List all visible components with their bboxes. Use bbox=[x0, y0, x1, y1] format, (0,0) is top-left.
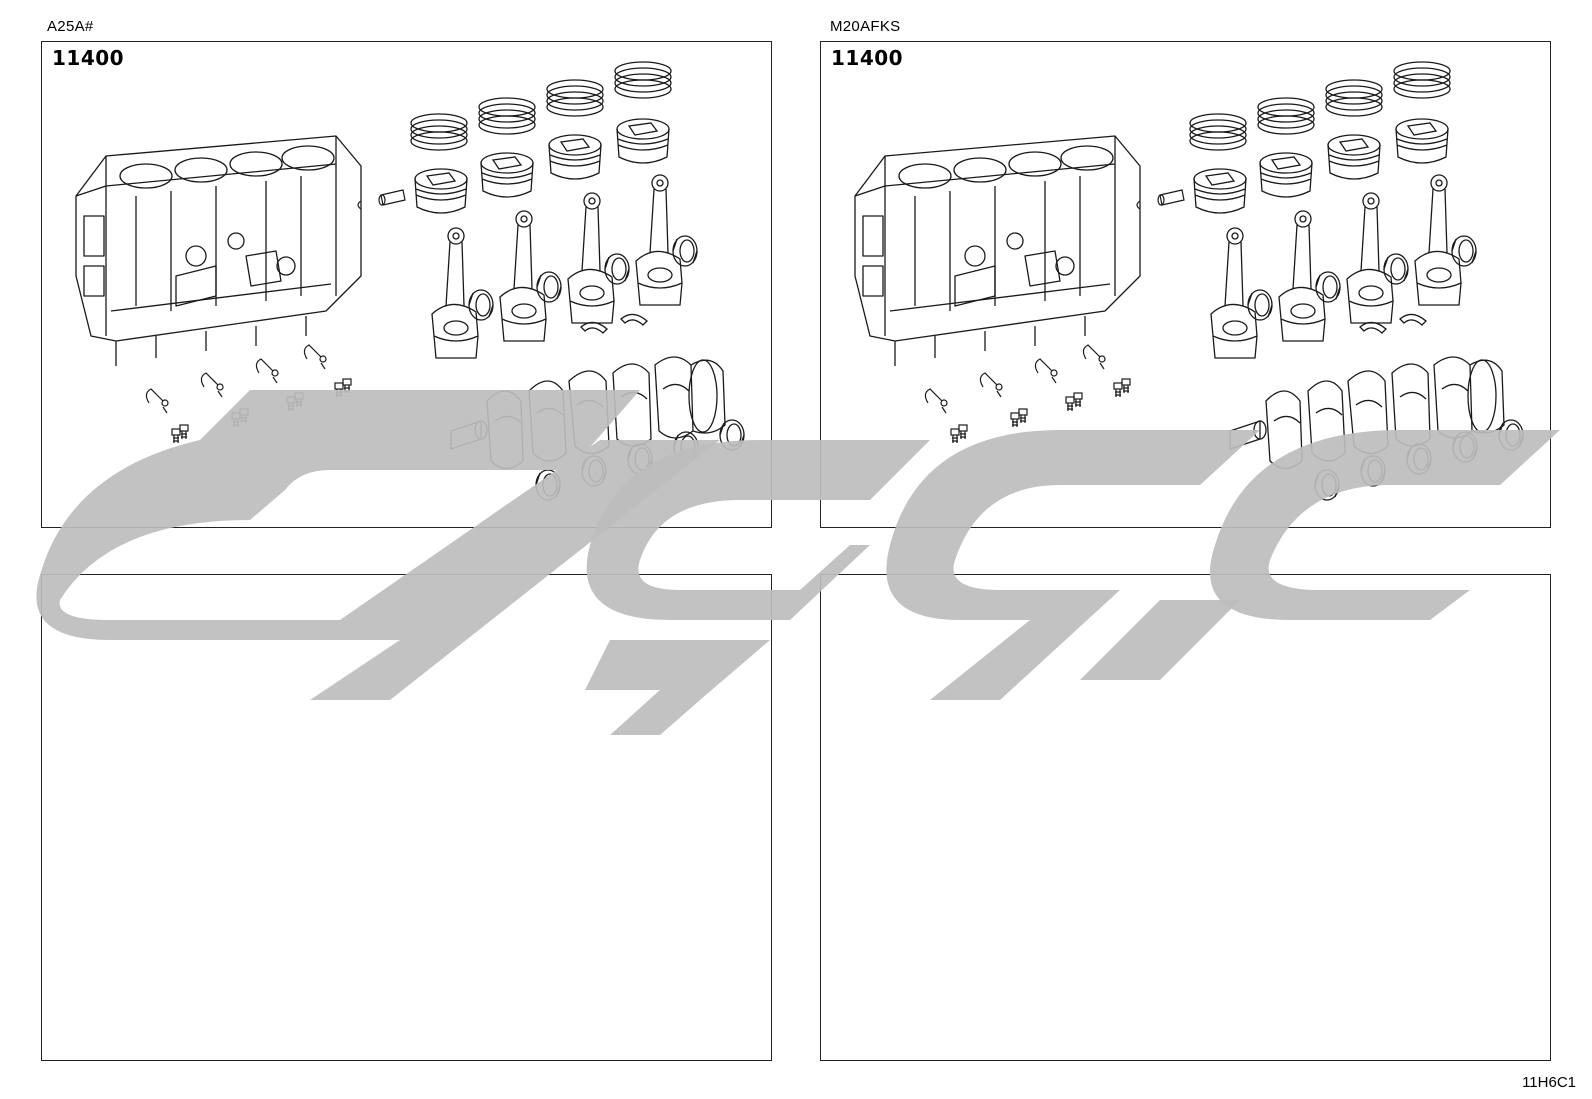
left-engine-parts bbox=[76, 62, 744, 500]
illustration-code: 11H6C1 bbox=[1522, 1074, 1576, 1091]
panel-code-right: 11400 bbox=[831, 46, 904, 70]
engine-label-right: M20AFKS bbox=[830, 18, 901, 35]
right-engine-parts bbox=[855, 62, 1523, 500]
panel-code-left: 11400 bbox=[52, 46, 125, 70]
engine-label-left: A25A# bbox=[47, 18, 94, 35]
